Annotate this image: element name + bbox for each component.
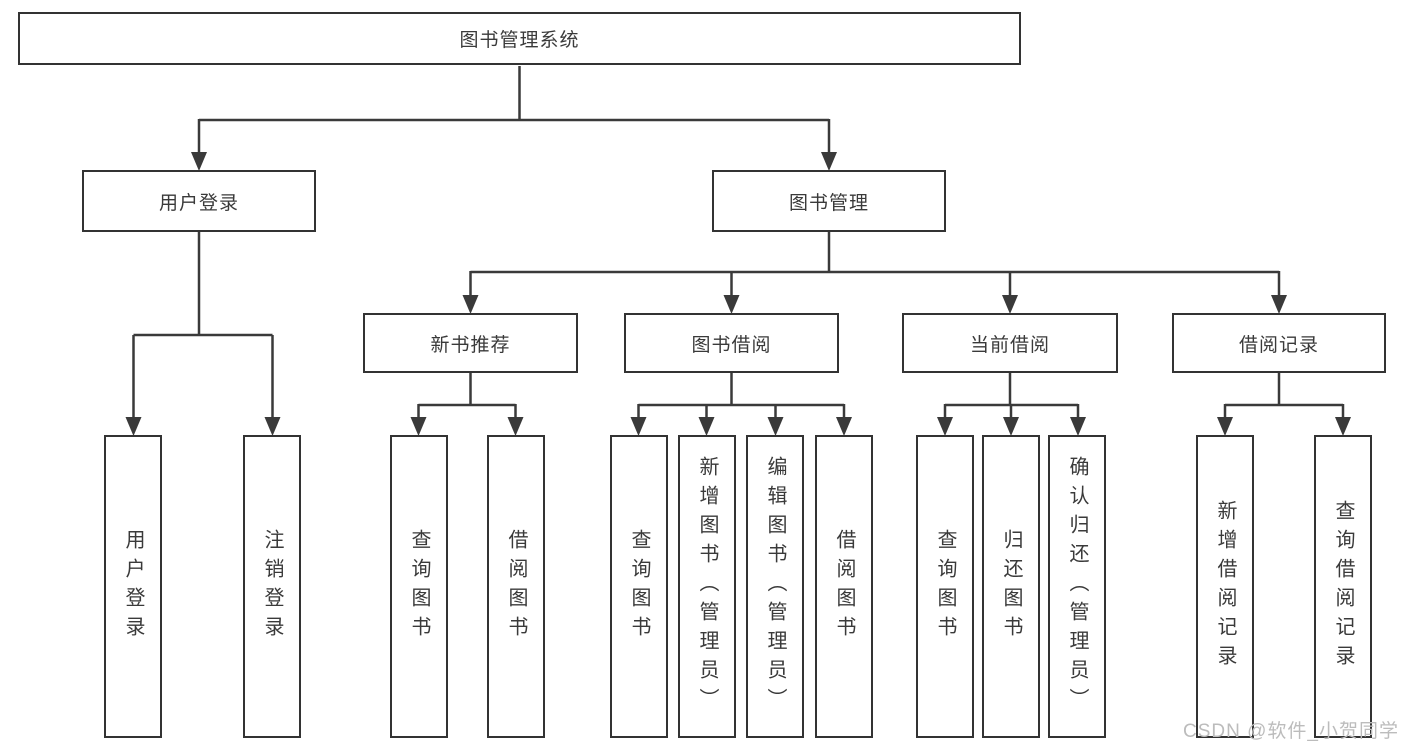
- leaf-recommend-query-books: 查询图书: [390, 435, 448, 738]
- leaf-label: 归还图书: [1000, 528, 1022, 645]
- leaf-label: 新增借阅记录: [1214, 499, 1236, 674]
- arrowhead-icon: [821, 152, 837, 171]
- arrowhead-icon: [507, 417, 524, 436]
- arrowhead-icon: [1217, 417, 1233, 436]
- arrowhead-icon: [191, 152, 207, 171]
- node-label: 图书管理: [788, 192, 869, 214]
- node-label: 新书推荐: [430, 334, 511, 356]
- arrowhead-icon: [836, 417, 852, 436]
- leaf-query-borrow-record: 查询借阅记录: [1314, 435, 1372, 738]
- leaf-return-books: 归还图书: [982, 435, 1040, 738]
- arrowhead-icon: [630, 417, 647, 436]
- leaf-label: 确认归还（管理员）: [1066, 456, 1088, 717]
- arrowhead-icon: [1335, 417, 1351, 436]
- node-label: 用户登录: [158, 192, 239, 214]
- arrowhead-icon: [698, 417, 715, 436]
- node-user-login: 用户登录: [82, 170, 316, 232]
- arrowhead-icon: [264, 417, 281, 436]
- leaf-recommend-borrow-books: 借阅图书: [487, 435, 545, 738]
- leaf-label: 查询借阅记录: [1332, 499, 1354, 674]
- leaf-label: 新增图书（管理员）: [696, 456, 718, 717]
- leaf-label: 查询图书: [408, 528, 430, 645]
- watermark: CSDN @软件_小贺同学: [1183, 721, 1399, 742]
- leaf-logout: 注销登录: [243, 435, 301, 738]
- arrowhead-icon: [767, 417, 784, 436]
- arrowhead-icon: [1002, 295, 1018, 314]
- leaf-current-query-books: 查询图书: [916, 435, 974, 738]
- node-current-borrowing: 当前借阅: [902, 313, 1118, 373]
- leaf-confirm-return-admin: 确认归还（管理员）: [1048, 435, 1106, 738]
- leaf-add-books-admin: 新增图书（管理员）: [678, 435, 736, 738]
- arrowhead-icon: [125, 417, 142, 436]
- leaf-user-login: 用户登录: [104, 435, 162, 738]
- leaf-add-borrow-record: 新增借阅记录: [1196, 435, 1254, 738]
- arrowhead-icon: [1003, 417, 1019, 436]
- node-borrowing-records: 借阅记录: [1172, 313, 1386, 373]
- arrowhead-icon: [937, 417, 953, 436]
- leaf-borrowing-query-books: 查询图书: [610, 435, 668, 738]
- node-book-borrowing: 图书借阅: [624, 313, 839, 373]
- node-library-system: 图书管理系统: [18, 12, 1021, 65]
- arrowhead-icon: [723, 295, 740, 314]
- leaf-edit-books-admin: 编辑图书（管理员）: [746, 435, 804, 738]
- node-label: 当前借阅: [969, 334, 1050, 356]
- leaf-label: 查询图书: [934, 528, 956, 645]
- node-label: 图书借阅: [691, 334, 772, 356]
- leaf-borrowing-borrow-books: 借阅图书: [815, 435, 873, 738]
- node-label: 图书管理系统: [459, 30, 580, 51]
- leaf-label: 借阅图书: [833, 528, 855, 645]
- leaf-label: 借阅图书: [505, 528, 527, 645]
- arrowhead-icon: [1070, 417, 1086, 436]
- arrowhead-icon: [462, 295, 479, 314]
- leaf-label: 编辑图书（管理员）: [764, 456, 786, 717]
- leaf-label: 用户登录: [122, 528, 144, 645]
- node-label: 借阅记录: [1238, 334, 1319, 356]
- leaf-label: 注销登录: [261, 528, 283, 645]
- node-new-book-recommend: 新书推荐: [363, 313, 578, 373]
- arrowhead-icon: [1271, 295, 1287, 314]
- leaf-label: 查询图书: [628, 528, 650, 645]
- node-book-management: 图书管理: [712, 170, 946, 232]
- arrowhead-icon: [410, 417, 427, 436]
